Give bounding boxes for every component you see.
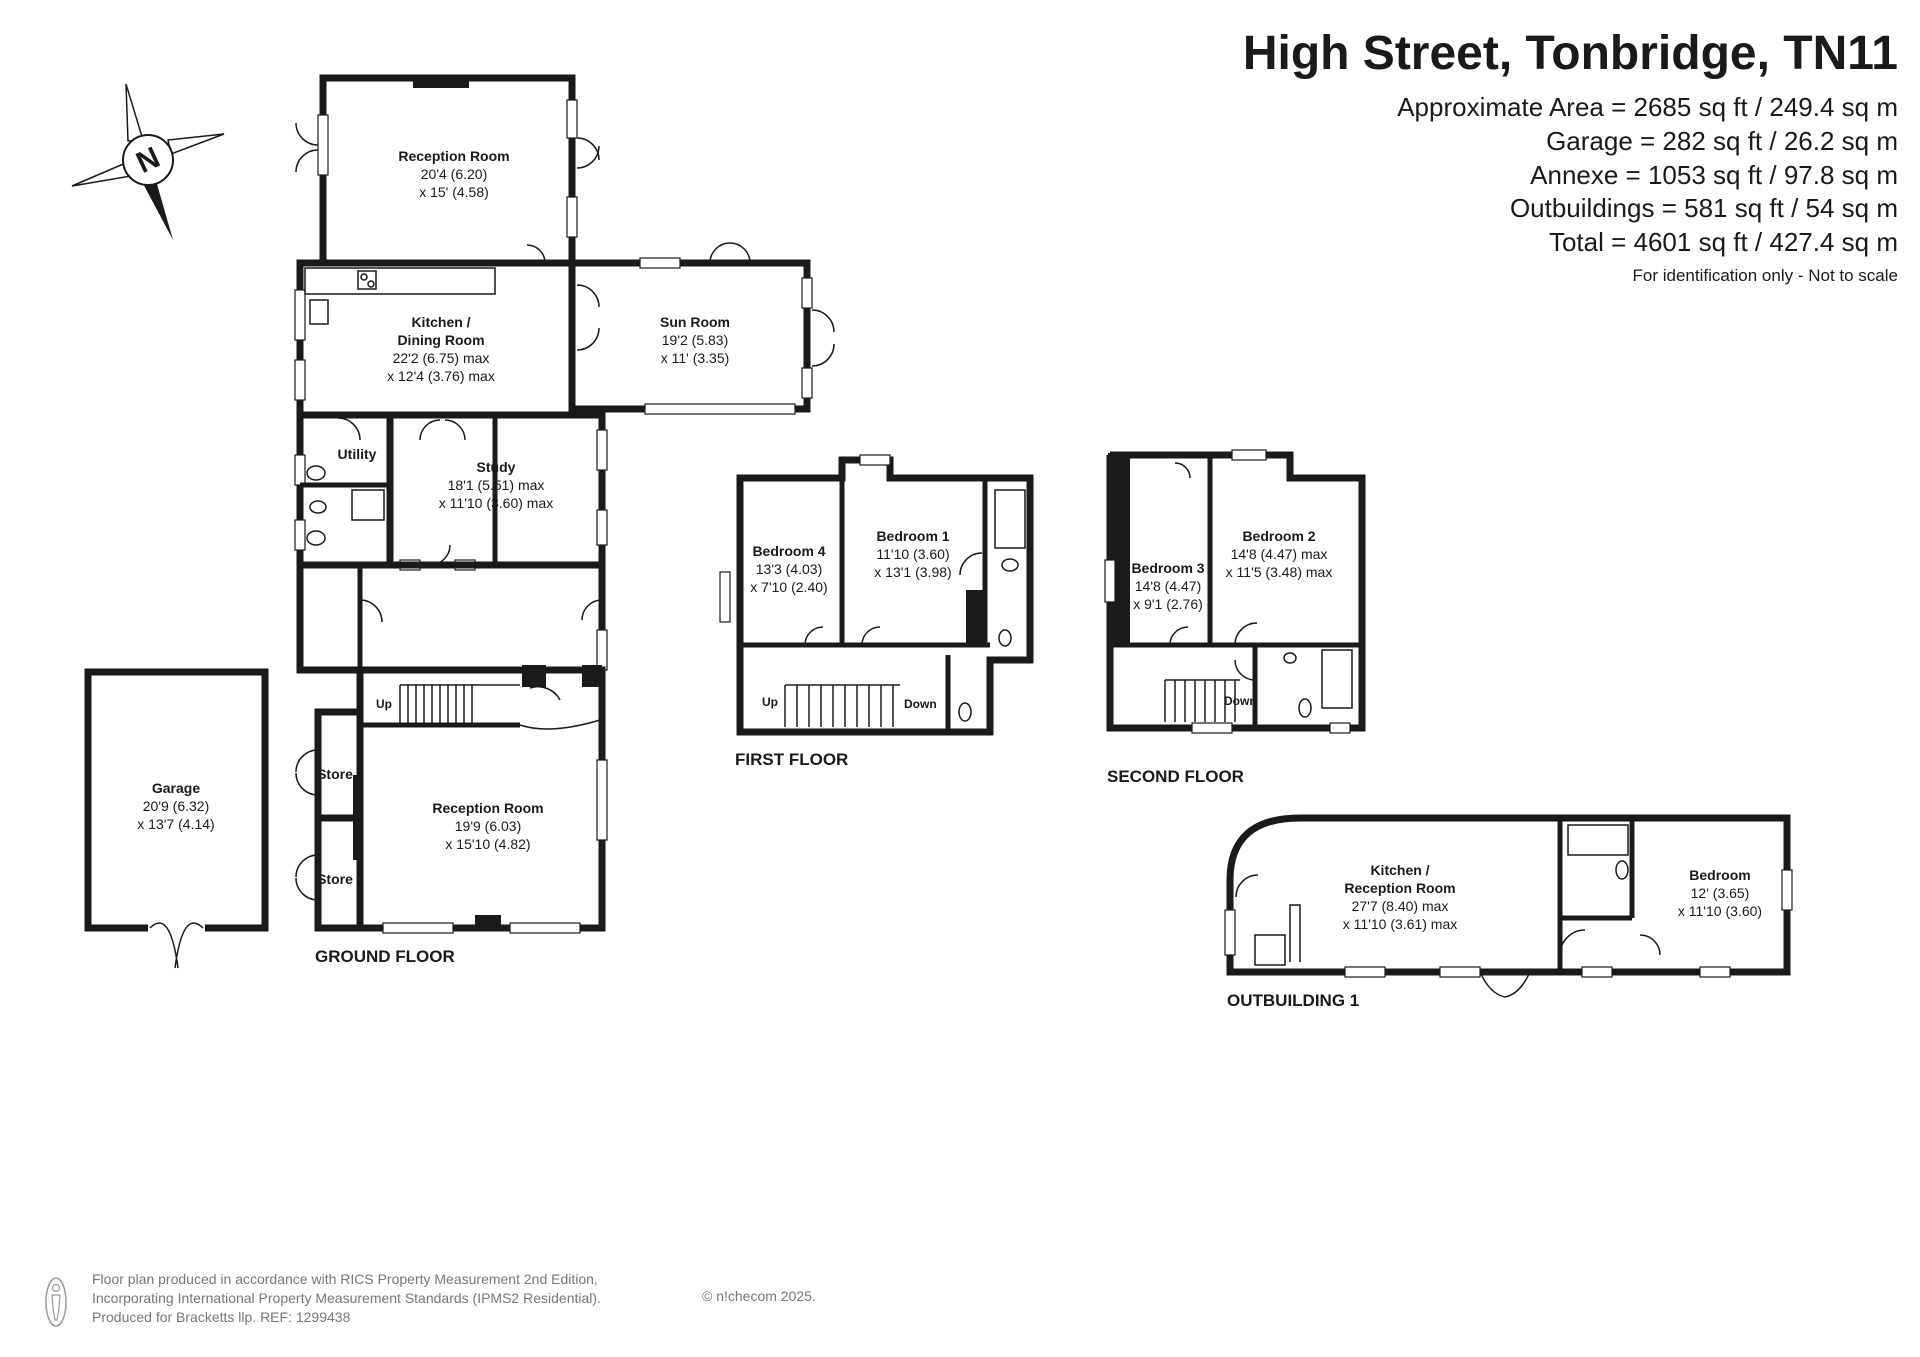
room-dim1-reception-bottom: 19'9 (6.03) xyxy=(455,818,522,834)
room-name-utility: Utility xyxy=(338,446,377,462)
room-dim1-garage: 20'9 (6.32) xyxy=(143,798,210,814)
disclaimer-note: For identification only - Not to scale xyxy=(1632,266,1898,285)
stair-label-second-down: Down xyxy=(1224,694,1257,708)
area-outbuildings: Outbuildings = 581 sq ft / 54 sq m xyxy=(1509,193,1898,223)
room-name-reception-top: Reception Room xyxy=(398,148,509,164)
area-annexe: Annexe = 1053 sq ft / 97.8 sq m xyxy=(1530,160,1898,190)
room-dim2-out-kitchen: x 11'10 (3.61) max xyxy=(1343,916,1457,932)
garage-plan xyxy=(84,668,269,969)
floor-label-second: SECOND FLOOR xyxy=(1107,767,1244,786)
room-dim2-reception-top: x 15' (4.58) xyxy=(419,184,489,200)
room-dim2-bedroom-4: x 7'10 (2.40) xyxy=(750,579,827,595)
room-dim1-study: 18'1 (5.51) max xyxy=(448,477,545,493)
second-floor-plan xyxy=(1104,449,1366,734)
room-dim1-bedroom-1: 11'10 (3.60) xyxy=(876,546,949,562)
room-name-study: Study xyxy=(477,459,516,475)
room-dim2-bedroom-1: x 13'1 (3.98) xyxy=(874,564,951,580)
room-name-kitchen-line1: Kitchen / xyxy=(411,314,470,330)
footer-line-2: Incorporating International Property Mea… xyxy=(92,1290,601,1306)
room-name-bedroom-1: Bedroom 1 xyxy=(876,528,949,544)
room-name-garage: Garage xyxy=(152,780,200,796)
copyright-notice: © n!checom 2025. xyxy=(702,1288,816,1304)
ground-floor-plan xyxy=(294,74,835,934)
room-dim1-sun-room: 19'2 (5.83) xyxy=(662,332,729,348)
outbuilding-plan xyxy=(1224,814,1793,998)
room-dim1-kitchen: 22'2 (6.75) max xyxy=(393,350,490,366)
north-compass-icon: N xyxy=(71,83,225,240)
footer-line-3: Produced for Bracketts llp. REF: 1299438 xyxy=(92,1309,351,1325)
room-dim1-out-bedroom: 12' (3.65) xyxy=(1691,885,1750,901)
room-name-kitchen-line2: Dining Room xyxy=(397,332,484,348)
footer-line-1: Floor plan produced in accordance with R… xyxy=(92,1271,598,1287)
room-name-store-2: Store xyxy=(317,871,353,887)
person-scale-icon xyxy=(45,1277,67,1327)
room-dim2-sun-room: x 11' (3.35) xyxy=(661,350,730,366)
room-dim2-reception-bottom: x 15'10 (4.82) xyxy=(445,836,530,852)
first-floor-plan xyxy=(719,454,1034,736)
room-dim1-bedroom-2: 14'8 (4.47) max xyxy=(1231,546,1328,562)
room-name-bedroom-2: Bedroom 2 xyxy=(1242,528,1315,544)
room-dim2-out-bedroom: x 11'10 (3.60) xyxy=(1678,903,1762,919)
floor-label-outbuilding: OUTBUILDING 1 xyxy=(1227,991,1359,1010)
room-dim1-bedroom-4: 13'3 (4.03) xyxy=(756,561,823,577)
room-dim2-study: x 11'10 (3.60) max xyxy=(439,495,553,511)
room-name-out-kitchen-line1: Kitchen / xyxy=(1370,862,1429,878)
stair-label-first-up: Up xyxy=(762,695,778,709)
room-dim2-garage: x 13'7 (4.14) xyxy=(137,816,214,832)
room-name-out-bedroom: Bedroom xyxy=(1689,867,1750,883)
room-dim1-bedroom-3: 14'8 (4.47) xyxy=(1135,578,1202,594)
floor-label-first: FIRST FLOOR xyxy=(735,750,848,769)
room-dim1-out-kitchen: 27'7 (8.40) max xyxy=(1352,898,1449,914)
stair-label-ground-up: Up xyxy=(376,697,392,711)
room-name-reception-bottom: Reception Room xyxy=(432,800,543,816)
room-name-sun-room: Sun Room xyxy=(660,314,730,330)
room-name-out-kitchen-line2: Reception Room xyxy=(1344,880,1455,896)
stair-label-first-down: Down xyxy=(904,697,937,711)
footer-credits: Floor plan produced in accordance with R… xyxy=(92,1270,601,1327)
area-approximate: Approximate Area = 2685 sq ft / 249.4 sq… xyxy=(1397,92,1898,122)
room-name-bedroom-3: Bedroom 3 xyxy=(1131,560,1204,576)
room-name-bedroom-4: Bedroom 4 xyxy=(752,543,825,559)
floor-label-ground: GROUND FLOOR xyxy=(315,947,455,966)
room-name-store-1: Store xyxy=(317,766,353,782)
area-garage: Garage = 282 sq ft / 26.2 sq m xyxy=(1546,126,1898,156)
room-dim2-kitchen: x 12'4 (3.76) max xyxy=(387,368,495,384)
property-title: High Street, Tonbridge, TN11 xyxy=(1242,27,1898,80)
room-dim1-reception-top: 20'4 (6.20) xyxy=(421,166,488,182)
room-dim2-bedroom-3: x 9'1 (2.76) xyxy=(1133,596,1203,612)
room-dim2-bedroom-2: x 11'5 (3.48) max xyxy=(1226,564,1333,580)
area-total: Total = 4601 sq ft / 427.4 sq m xyxy=(1548,227,1898,257)
